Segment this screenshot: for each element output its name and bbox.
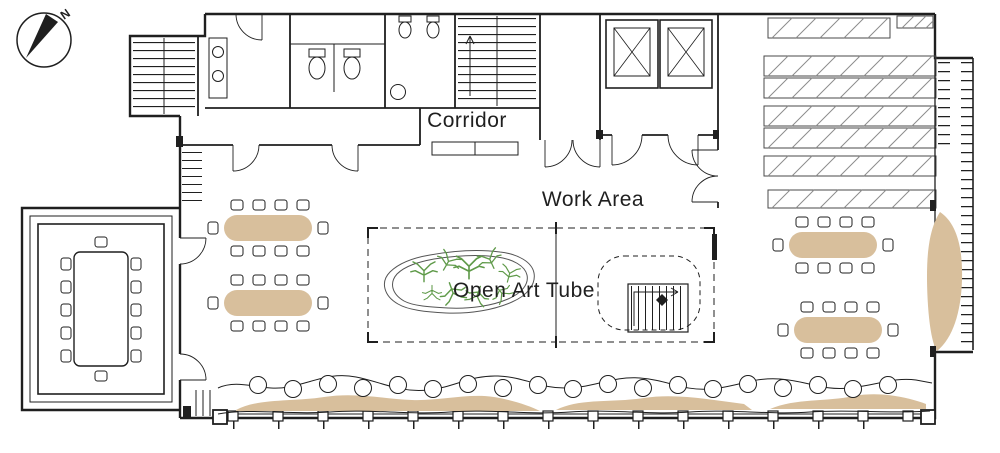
work-table — [224, 215, 312, 241]
urinal-mount — [426, 15, 440, 23]
sink-basin — [212, 70, 224, 82]
meeting-room-door — [179, 237, 207, 265]
toilet — [343, 56, 361, 80]
wc-partitions — [289, 14, 541, 109]
meeting-room-door — [179, 353, 207, 381]
tube-void-dashed — [597, 255, 701, 331]
toilet-tank — [308, 48, 326, 58]
work-table — [224, 290, 312, 316]
tube-staircase — [627, 283, 689, 333]
meeting-room — [29, 215, 173, 403]
lounge-mound — [770, 394, 926, 409]
compass-needle — [26, 14, 58, 58]
boundary-corner-marks — [367, 222, 715, 348]
elevators — [605, 19, 713, 89]
storage-double-door — [691, 149, 719, 203]
lounge-mound — [236, 395, 540, 411]
stall-partitions — [290, 43, 385, 92]
round-basin — [390, 84, 406, 100]
art-tube-inner-edge — [392, 255, 528, 309]
urinal — [426, 21, 440, 39]
tan-furniture — [224, 212, 963, 411]
facade-columns — [212, 409, 936, 425]
open-art-tube-label: Open Art Tube — [453, 279, 595, 302]
core-walls — [539, 14, 719, 208]
column-blocks — [176, 130, 936, 357]
column-block — [183, 406, 191, 418]
lounge-stools — [249, 375, 897, 398]
compass-north-label: N — [58, 6, 73, 22]
toilet — [308, 56, 326, 80]
exterior-steps — [195, 390, 211, 416]
central-staircase — [458, 16, 536, 106]
urinal-mount — [398, 15, 412, 23]
south-facade — [182, 152, 936, 429]
door-jamb-block — [712, 234, 717, 260]
meeting-room-wall-inner-line — [29, 215, 173, 403]
lounge-mound — [556, 396, 752, 410]
sink-basin — [212, 46, 224, 58]
plan-root: N — [16, 6, 974, 429]
northwest-staircase — [133, 36, 199, 116]
work-table — [789, 232, 877, 258]
door — [331, 144, 359, 172]
door-swings — [179, 13, 719, 381]
compass-circle — [16, 12, 72, 68]
window-bench — [927, 212, 963, 351]
corridor-wall — [180, 108, 421, 146]
stair-break-mark — [656, 294, 668, 306]
restrooms — [208, 15, 519, 156]
conference-chairs — [60, 236, 142, 382]
meeting-room-inner-wall — [37, 223, 165, 395]
elevator-car — [613, 27, 651, 77]
conference-table — [73, 251, 129, 367]
stair-zone-dashed-boundary — [555, 227, 715, 343]
elevator-shaft — [659, 19, 713, 89]
tube-stair-arrow — [633, 287, 679, 326]
labels: Corridor Work Area Open Art Tube — [427, 109, 644, 302]
elevator-car — [667, 27, 705, 77]
stair-direction-arrow — [465, 35, 475, 96]
elevator-shaft — [605, 19, 659, 89]
corner-column — [212, 409, 228, 425]
toilet-tank — [343, 48, 361, 58]
wall-northwest — [128, 14, 207, 118]
meeting-room-outer-wall — [20, 206, 180, 412]
work-table — [794, 317, 882, 343]
art-tube-outer-edge — [383, 250, 535, 314]
lounge-border — [217, 375, 933, 415]
restroom-door — [235, 13, 263, 41]
double-door — [544, 139, 601, 168]
urinal — [398, 21, 412, 39]
work-area-label: Work Area — [542, 188, 644, 211]
compass: N — [16, 6, 73, 68]
corridor-label: Corridor — [427, 109, 507, 132]
door — [611, 134, 643, 166]
corner-column — [920, 409, 936, 425]
storage-shelves — [763, 15, 937, 209]
open-art-tube-zone — [367, 222, 717, 348]
door — [232, 144, 260, 172]
sink-counter — [208, 37, 228, 99]
wave-line-lower — [217, 410, 931, 415]
